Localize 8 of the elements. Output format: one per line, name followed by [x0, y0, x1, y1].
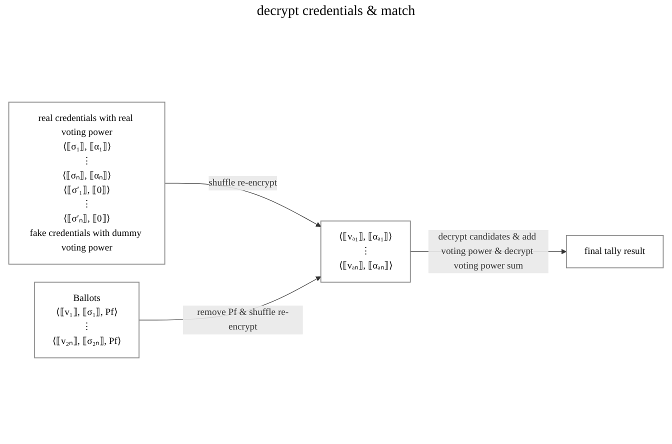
edge-label: shuffle re-encrypt [208, 178, 278, 188]
node-box: Ballots ⟨⟦v₁⟧, ⟦σ₁⟧, Pf⟩ ⋮ ⟨⟦v₂ₙ⟧, ⟦σ₂ₙ⟧, Pf⟩ [34, 282, 140, 358]
node-box: real credentials with real voting power ⟨⟦σ₁⟧, ⟦α₁⟧⟩ ⋮ ⟨⟦σₙ⟧, ⟦αₙ⟧⟩ ⟨⟦σ′₁⟧, ⟦0⟧⟩ ⋮ ⟨⟦σ′ₙ⟧, ⟦0⟧⟩ fake credentials with dummy voting power [8, 102, 166, 265]
edge-label: remove Pf & shuffle re-encrypt [197, 307, 289, 332]
node-box: ⟨⟦vₐ₁⟧, ⟦αₐ₁⟧⟩ ⋮ ⟨⟦vₐₙ⟧, ⟦αₐₙ⟧⟩ [320, 220, 411, 283]
note-text: decrypt credentials & match [256, 4, 416, 20]
node-box: final tally result [566, 234, 664, 268]
edge-label: decrypt candidates & add voting power & decrypt voting power sum [438, 232, 536, 271]
